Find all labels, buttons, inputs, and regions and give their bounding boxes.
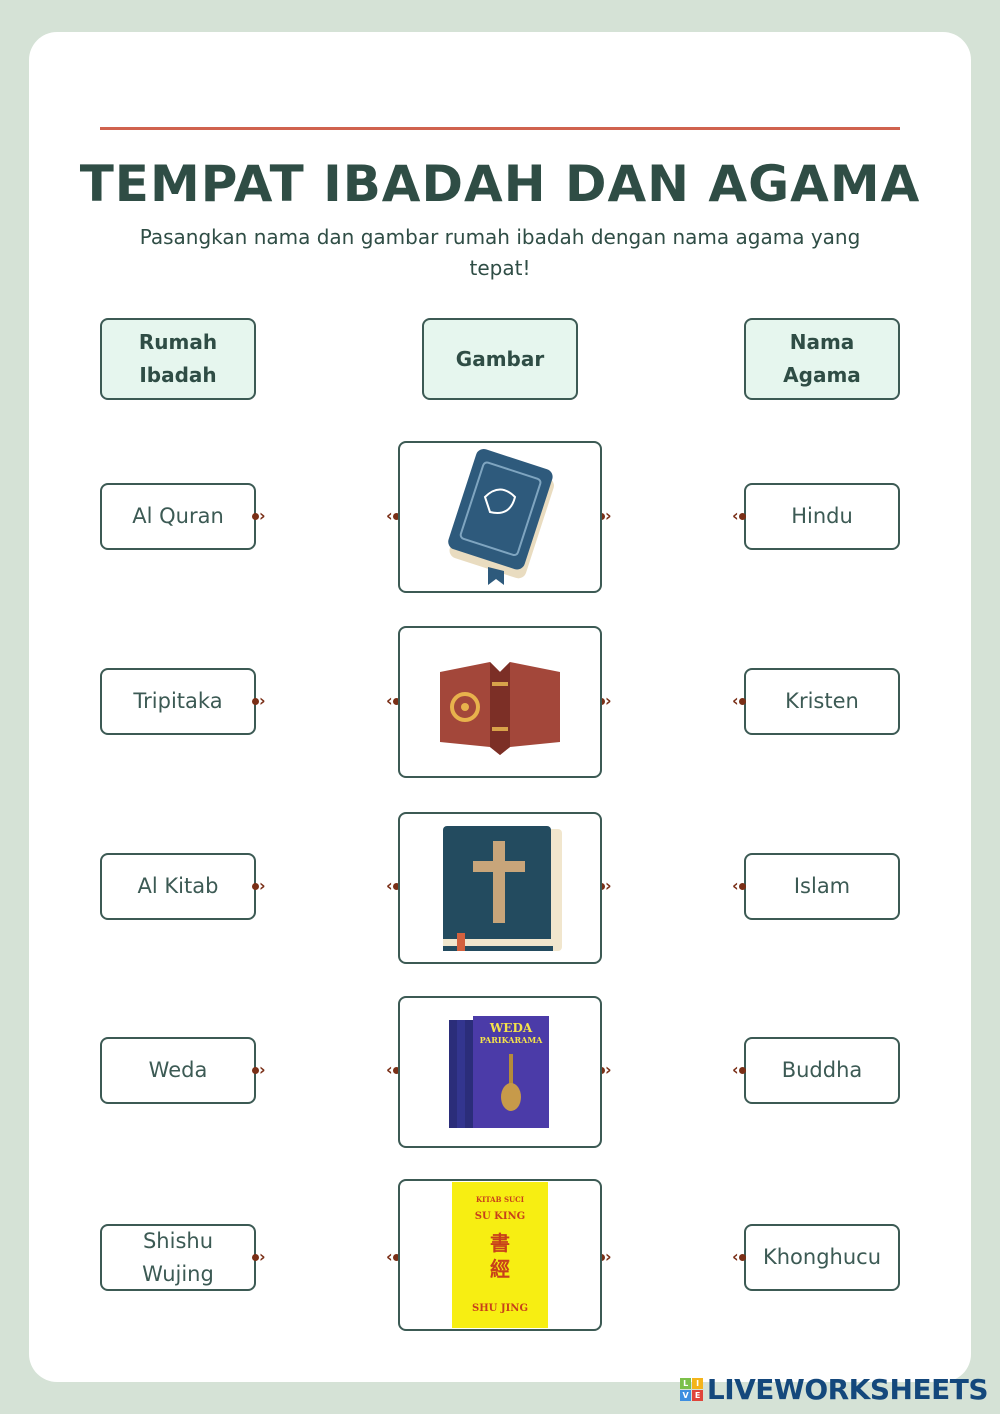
suking-bottom: SHU JING — [472, 1303, 528, 1314]
right-item[interactable]: Kristen — [744, 668, 900, 735]
connector-left-icon[interactable]: ‹ — [386, 1249, 402, 1265]
left-item[interactable]: Shishu Wujing — [100, 1224, 256, 1291]
suking-name: SU KING — [474, 1211, 526, 1222]
weda-title: WEDA — [489, 1021, 533, 1035]
right-item[interactable]: Hindu — [744, 483, 900, 550]
connector-right-icon[interactable]: › — [252, 1249, 268, 1265]
connector-right-icon[interactable]: › — [252, 508, 268, 524]
connector-left-icon[interactable]: ‹ — [732, 508, 748, 524]
instructions: Pasangkan nama dan gambar rumah ibadah d… — [139, 225, 861, 280]
connector-right-icon[interactable]: › — [252, 1062, 268, 1078]
image-box-tripitaka[interactable] — [398, 626, 602, 778]
tripitaka-book-icon — [440, 662, 560, 755]
connector-left-icon[interactable]: ‹ — [732, 693, 748, 709]
left-item[interactable]: Al Kitab — [100, 853, 256, 920]
weda-book-icon: WEDA PARIKARAMA — [449, 1016, 549, 1128]
header-nama-agama: Nama Agama — [744, 318, 900, 400]
connector-right-icon[interactable]: › — [252, 878, 268, 894]
image-box-quran[interactable] — [398, 441, 602, 593]
suking-top: KITAB SUCI — [476, 1195, 524, 1204]
left-item[interactable]: Al Quran — [100, 483, 256, 550]
connector-left-icon[interactable]: ‹ — [732, 1249, 748, 1265]
header-rumah-ibadah: Rumah Ibadah — [100, 318, 256, 400]
bible-book-icon — [443, 825, 562, 951]
image-box-suking[interactable]: KITAB SUCI SU KING 書經 SHU JING — [398, 1179, 602, 1331]
right-item[interactable]: Khonghucu — [744, 1224, 900, 1291]
connector-left-icon[interactable]: ‹ — [732, 1062, 748, 1078]
quran-book-icon — [448, 449, 554, 585]
image-box-weda[interactable]: WEDA PARIKARAMA — [398, 996, 602, 1148]
left-item[interactable]: Tripitaka — [100, 668, 256, 735]
connector-left-icon[interactable]: ‹ — [386, 878, 402, 894]
right-item[interactable]: Buddha — [744, 1037, 900, 1104]
left-item[interactable]: Weda — [100, 1037, 256, 1104]
image-box-alkitab[interactable] — [398, 812, 602, 964]
connector-left-icon[interactable]: ‹ — [732, 878, 748, 894]
page-title: TEMPAT IBADAH DAN AGAMA — [79, 155, 921, 213]
right-item[interactable]: Islam — [744, 853, 900, 920]
divider — [100, 127, 900, 130]
suking-book-cover: KITAB SUCI SU KING 書經 SHU JING — [452, 1182, 548, 1328]
connector-left-icon[interactable]: ‹ — [386, 508, 402, 524]
connector-right-icon[interactable]: › — [252, 693, 268, 709]
weda-subtitle: PARIKARAMA — [480, 1035, 544, 1045]
header-gambar: Gambar — [422, 318, 578, 400]
connector-left-icon[interactable]: ‹ — [386, 693, 402, 709]
suking-chars: 書經 — [490, 1231, 510, 1281]
connector-left-icon[interactable]: ‹ — [386, 1062, 402, 1078]
